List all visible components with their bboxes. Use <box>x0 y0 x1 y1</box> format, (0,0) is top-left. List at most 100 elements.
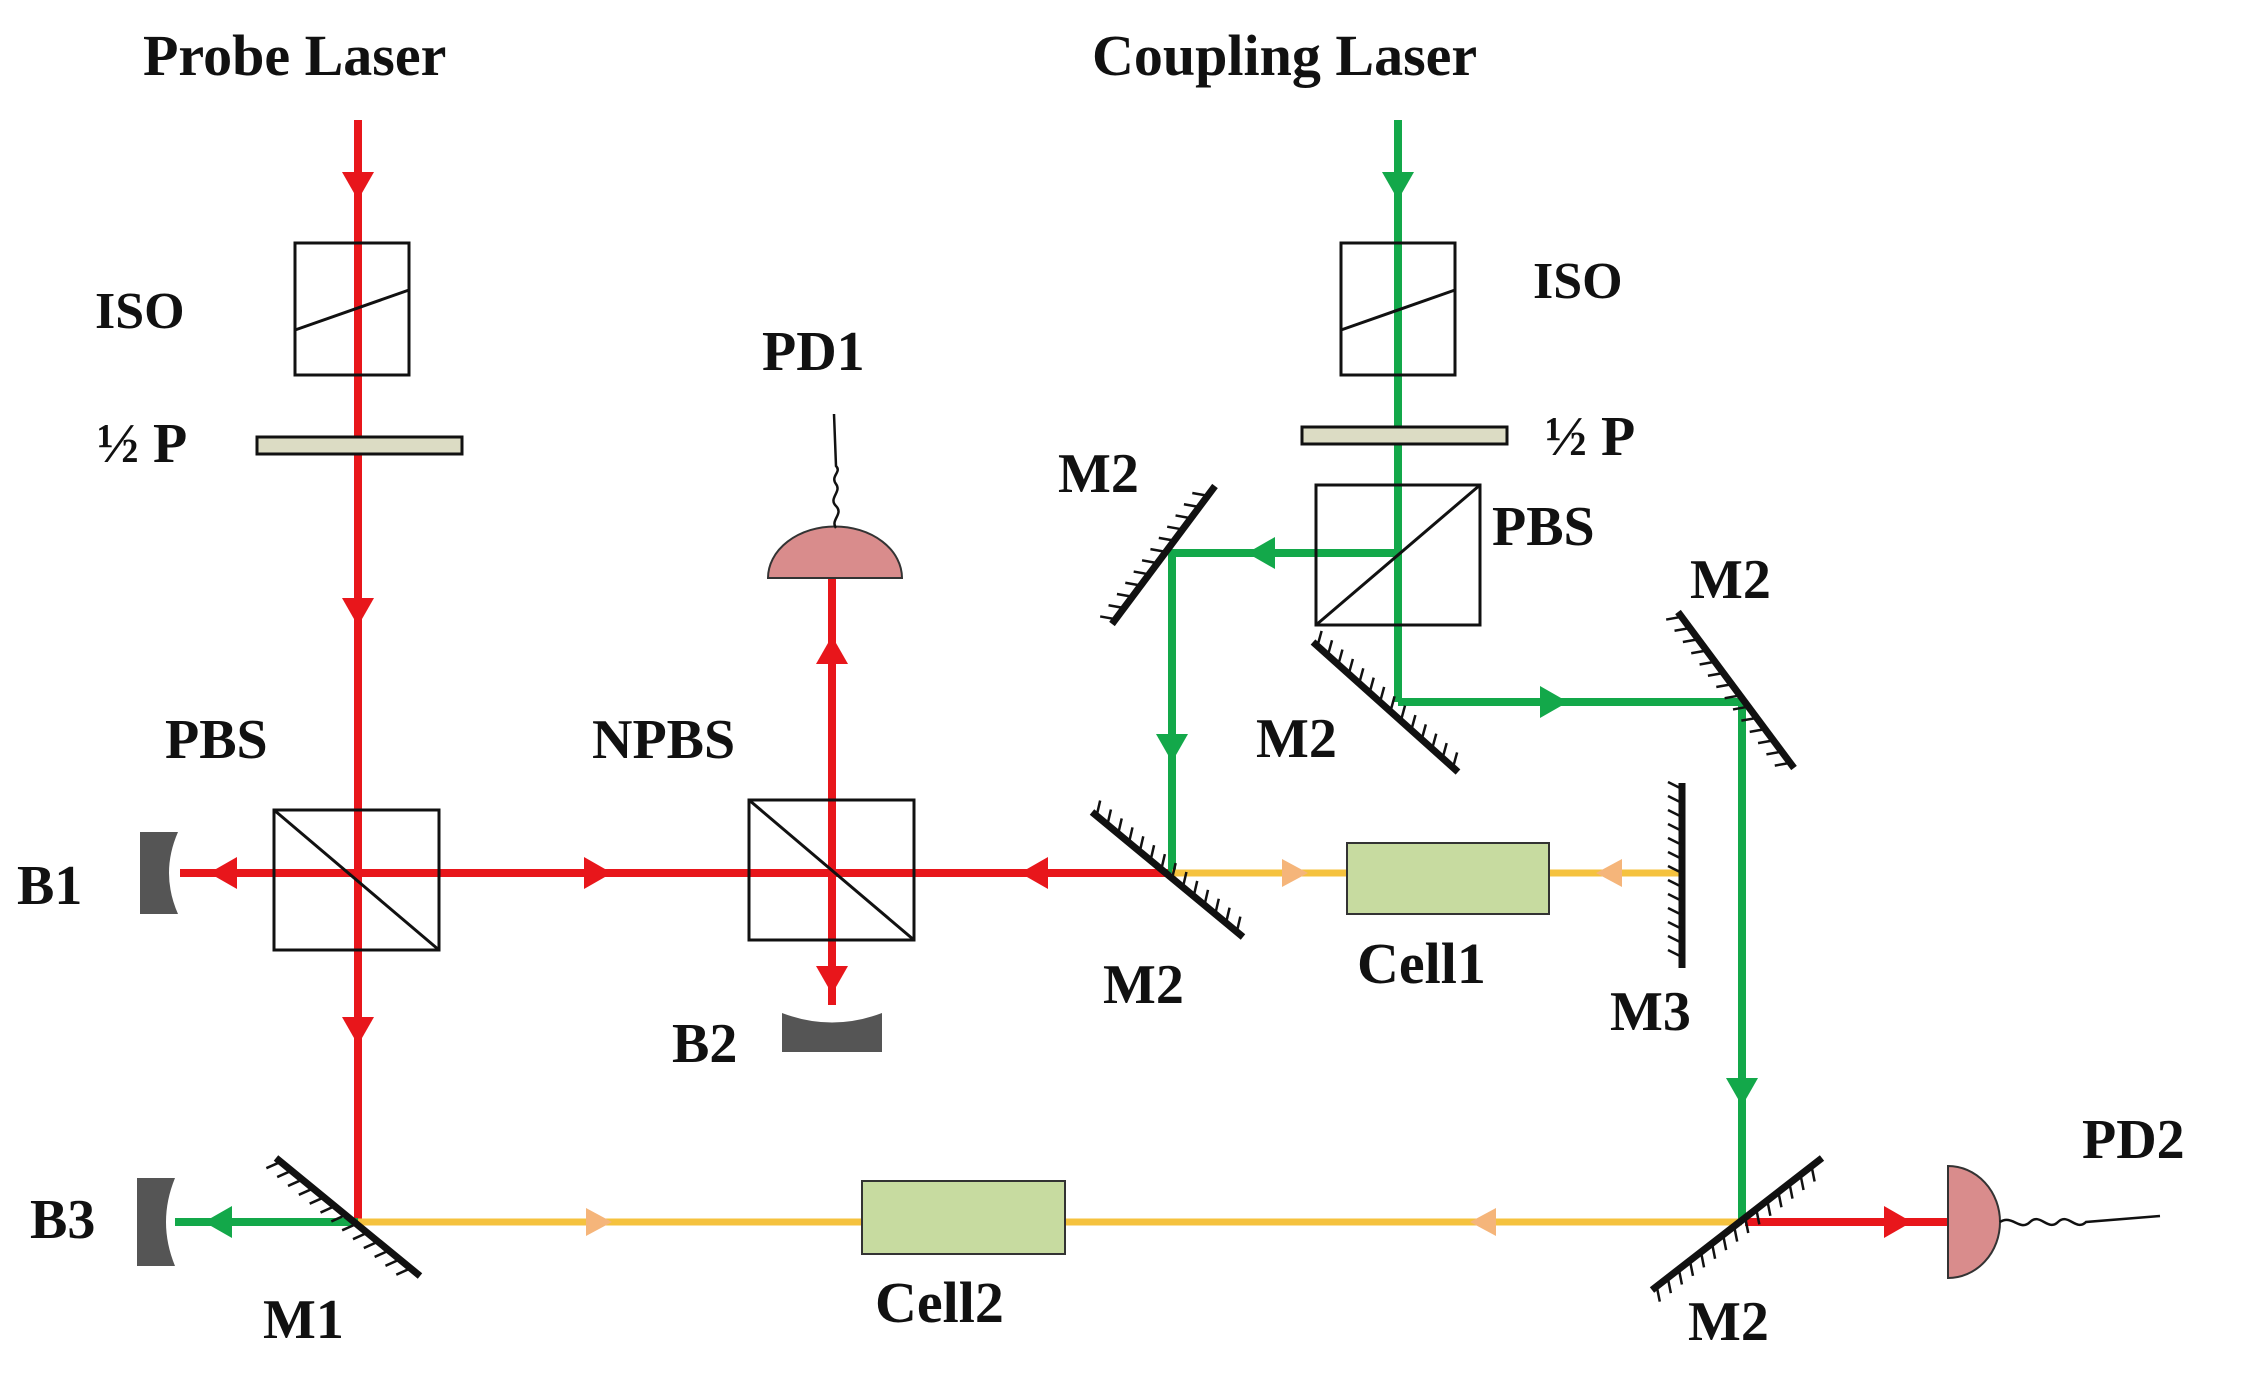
coupling-arrow-right-m2 <box>1540 686 1568 718</box>
mirror-hatch-tick <box>1203 889 1210 906</box>
mirror-hatch-tick <box>1389 695 1396 712</box>
mirror-hatch-tick <box>352 1231 368 1241</box>
coupling-arrow-down-1 <box>1382 172 1414 200</box>
mirror-hatch-tick <box>1099 615 1116 621</box>
label-cell2: Cell2 <box>875 1270 1004 1335</box>
mirror-hatch-tick <box>1743 1217 1750 1234</box>
mirror-hatch-tick <box>1116 818 1123 834</box>
mirror-hatch-tick <box>1757 739 1774 745</box>
mirror-hatch-tick <box>1699 660 1716 666</box>
mirror-hatch-tick <box>1766 750 1783 756</box>
probe-arrow-down-3 <box>342 1017 374 1045</box>
mirror-hatch-tick <box>1181 871 1188 888</box>
mirror-hatch-tick <box>309 1196 325 1205</box>
mirror-hatch-tick <box>1674 626 1691 633</box>
cell1 <box>1346 842 1550 915</box>
probe-arrow-down-1 <box>342 172 374 200</box>
mirror-hatch-tick <box>1095 800 1102 817</box>
labels: Probe Laser Coupling Laser ISO ISO ½ P ½… <box>17 23 2185 1353</box>
mirror-hatch-tick <box>1667 864 1683 875</box>
coupling-arrow-left-b3 <box>204 1206 232 1238</box>
beam-dump-b2 <box>782 1013 882 1052</box>
half-wave-plate-coupling <box>1300 425 1509 446</box>
mirror-hatch-tick <box>1667 892 1683 903</box>
components <box>137 241 2161 1302</box>
mirror-hatch-tick <box>384 1258 401 1267</box>
mirror-hatch-tick <box>1732 705 1749 711</box>
label-pd2: PD2 <box>2082 1109 2185 1171</box>
label-b3: B3 <box>30 1189 95 1251</box>
mirror-hatch-tick <box>265 1160 282 1170</box>
mirror-m2-center <box>1310 639 1461 775</box>
mirror-hatch-tick <box>1667 780 1683 791</box>
mirror-hatch-tick <box>1677 1268 1684 1285</box>
mirror-hatch-tick <box>1420 724 1428 740</box>
overlap-arrow-left-cell2 <box>1470 1208 1496 1236</box>
label-npbs: NPBS <box>592 709 735 771</box>
mirror-hatch-tick <box>1716 682 1732 689</box>
pbs-coupling <box>1314 483 1482 627</box>
label-pbs-coupling: PBS <box>1492 496 1595 558</box>
mirror-hatch-tick <box>1224 907 1231 924</box>
mirror-hatch-tick <box>1741 716 1757 722</box>
mirror-hatch-tick <box>1170 862 1177 879</box>
mirror-hatch-tick <box>1141 559 1158 565</box>
mirror-hatch-tick <box>341 1222 357 1232</box>
half-wave-plate-probe <box>255 435 464 456</box>
mirror-hatch-tick <box>1441 742 1448 759</box>
mirror-hatch-tick <box>1235 916 1242 933</box>
mirror-hatch-tick <box>287 1178 303 1188</box>
beam-dump-b3 <box>137 1178 175 1266</box>
npbs <box>747 798 916 942</box>
mirror-hatch-tick <box>1133 570 1150 576</box>
mirror-hatch-tick <box>1667 794 1683 805</box>
cell2 <box>861 1180 1066 1255</box>
mirror-hatch-tick <box>374 1249 390 1259</box>
mirror-hatch-tick <box>1116 592 1133 598</box>
mirror-hatch-tick <box>1347 658 1355 675</box>
mirror-hatch-tick <box>1127 827 1134 843</box>
beam-arrows <box>204 172 1912 1238</box>
mirror-hatch-tick <box>1666 1277 1673 1294</box>
mirror-hatch-tick <box>1766 1200 1772 1217</box>
mirror-hatch-tick <box>1175 514 1192 520</box>
coupling-arrow-down-right <box>1726 1078 1758 1106</box>
mirror-hatch-tick <box>1378 686 1386 703</box>
mirror-hatch-tick <box>1749 727 1766 734</box>
mirror-hatch-tick <box>1183 503 1200 509</box>
mirror-hatch-tick <box>1655 1286 1662 1302</box>
mirror-hatch-tick <box>1667 850 1683 861</box>
label-probe-laser: Probe Laser <box>143 23 446 88</box>
mirror-hatch-tick <box>1326 639 1334 656</box>
mirror-hatch-tick <box>1699 1251 1706 1268</box>
isolator-coupling <box>1339 241 1457 377</box>
mirror-hatch-tick <box>1777 1191 1783 1208</box>
mirror-hatch-tick <box>1710 1243 1717 1259</box>
mirror-hatch-tick <box>1192 880 1199 897</box>
mirror-hatch-tick <box>1810 1165 1816 1182</box>
mirrors <box>273 483 1825 1293</box>
mirror-hatch-tick <box>1688 1260 1695 1277</box>
mirror-hatch-tick <box>1732 1225 1739 1242</box>
mirror-hatch-tick <box>1788 1183 1794 1199</box>
mirror-hatch-tick <box>1724 694 1741 700</box>
mirror-hatch-tick <box>1667 920 1683 931</box>
label-b2: B2 <box>672 1013 737 1075</box>
mirror-hatch-tick <box>1357 667 1365 684</box>
mirror-hatch-tick <box>1667 878 1683 889</box>
mirror-hatch-tick <box>1138 836 1145 852</box>
mirror-hatch-tick <box>1160 853 1167 870</box>
mirror-hatch-tick <box>1337 649 1344 666</box>
mirror-hatch-tick <box>1774 761 1791 767</box>
probe-arrow-right-pd2 <box>1884 1206 1912 1238</box>
mirror-hatch-tick <box>1667 906 1683 917</box>
mirror-hatch-tick <box>1108 603 1125 610</box>
mirror-m2-upper-left <box>1109 483 1218 627</box>
label-b1: B1 <box>17 855 82 917</box>
label-m2-bottom-right: M2 <box>1688 1291 1769 1353</box>
probe-arrow-up-pd1 <box>816 636 848 664</box>
mirror-hatch-tick <box>1166 525 1183 531</box>
label-m1: M1 <box>263 1289 344 1351</box>
mirror-hatch-tick <box>1667 808 1683 819</box>
